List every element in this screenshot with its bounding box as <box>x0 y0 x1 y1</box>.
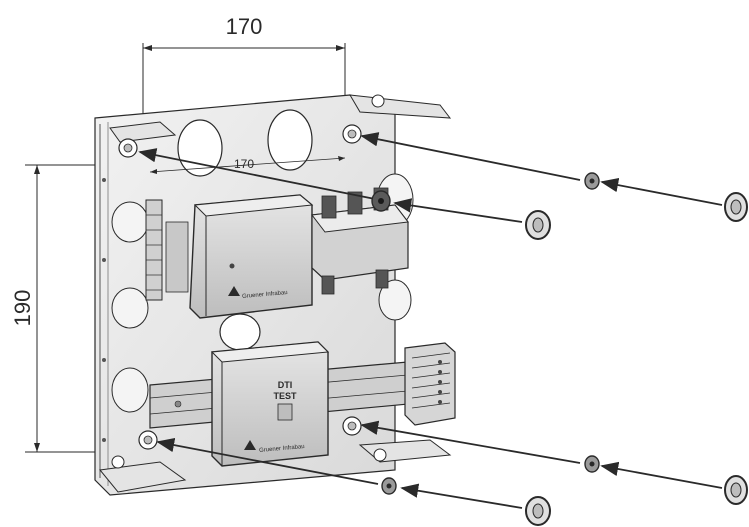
brand-text-upper: Gruener Infrabau <box>242 290 288 300</box>
dimension-inner-width: 170 <box>149 156 346 174</box>
terminal-strip-left <box>145 199 189 301</box>
plate-cutouts <box>111 109 414 413</box>
dti-test-housing: DTI TEST Gruener Infrabau <box>210 341 330 467</box>
upper-housing: Gruener Infrabau <box>189 194 314 319</box>
test-socket <box>277 403 293 421</box>
dimension-width-label: 170 <box>226 14 263 39</box>
terminal-block-right <box>404 342 456 426</box>
brand-logo-lower-icon <box>244 440 256 450</box>
test-label: TEST <box>273 391 297 401</box>
screw-icon <box>584 172 600 190</box>
screw-icon <box>584 455 600 473</box>
washer-icon <box>724 192 748 222</box>
dimension-width-top: 170 <box>142 14 346 160</box>
screw-icon <box>381 477 397 495</box>
dti-label: DTI <box>278 380 293 390</box>
screw-arrows <box>138 132 723 509</box>
dimension-height-label: 190 <box>10 290 35 327</box>
washer-icon <box>724 475 748 505</box>
dimension-inner-label: 170 <box>234 157 254 171</box>
connector-block <box>311 187 409 295</box>
washer-icon <box>525 496 551 526</box>
brand-logo-upper-icon <box>228 286 240 296</box>
washers <box>525 192 748 526</box>
washer-icon <box>525 210 551 240</box>
screw-icon <box>371 190 391 212</box>
mounting-holes <box>111 94 387 469</box>
screws <box>371 172 600 495</box>
brand-text-lower: Gruener Infrabau <box>259 444 305 454</box>
